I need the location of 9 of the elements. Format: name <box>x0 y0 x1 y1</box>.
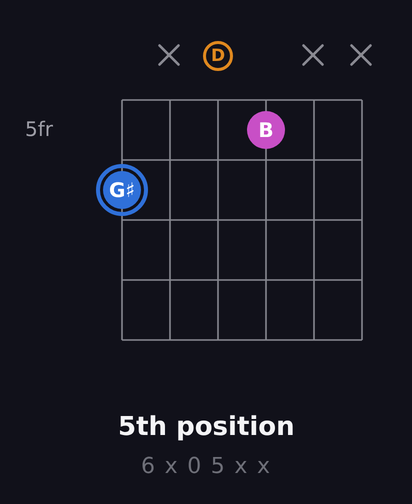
note-name: D <box>210 48 226 64</box>
finger-marker <box>247 111 285 149</box>
note-name: G♯ <box>108 180 136 200</box>
fret-position-label: 5fr <box>25 117 53 141</box>
note-name: B <box>258 120 274 140</box>
open-string-marker <box>203 41 233 71</box>
root-note-marker <box>96 164 148 216</box>
fingering-caption: 6 x 0 5 x x <box>141 454 272 480</box>
chord-title: 5th position <box>118 412 295 444</box>
